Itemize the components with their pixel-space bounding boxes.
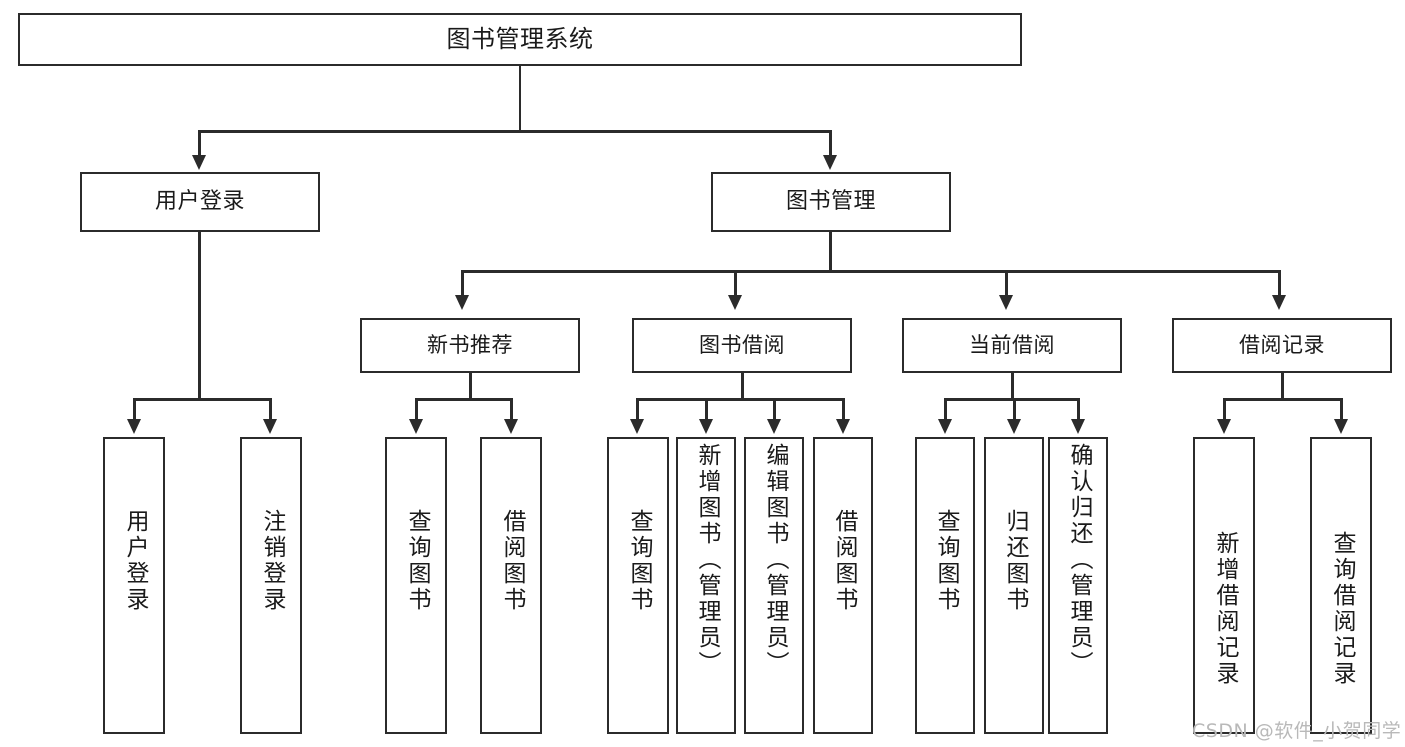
connector-root-stem [518, 66, 521, 132]
node-label: 图书管理系统 [446, 25, 594, 54]
connector-current-stem [1011, 373, 1014, 400]
arrowhead-borrow-to-leaf-3 [767, 419, 781, 434]
arrowhead-borrow-to-leaf-4 [836, 419, 850, 434]
node-user-login[interactable]: 用户登录 [80, 172, 320, 232]
node-label: 图书借阅 [699, 333, 785, 358]
node-label: 借阅记录 [1239, 333, 1325, 358]
node-book-management[interactable]: 图书管理 [711, 172, 951, 232]
connector-borrow-to-leaf-2 [705, 398, 708, 422]
node-new-book-recommend[interactable]: 新书推荐 [360, 318, 580, 373]
leaf-add-book-admin[interactable]: 新增图书（管理员） [676, 437, 736, 734]
connector-book-mgmt-bus [461, 270, 1280, 273]
node-label: 借阅图书 [830, 509, 857, 613]
node-label: 注销登录 [258, 509, 285, 613]
node-label: 用户登录 [154, 189, 245, 215]
node-label: 新增借阅记录 [1211, 531, 1238, 687]
connector-user-login-bus [133, 398, 271, 401]
node-label: 新书推荐 [427, 333, 513, 358]
csdn-watermark: CSDN @软件_小贺同学 [1192, 720, 1402, 742]
leaf-add-borrow-record[interactable]: 新增借阅记录 [1193, 437, 1255, 734]
connector-borrow-to-leaf-3 [773, 398, 776, 422]
arrowhead-new-books-to-leaf-2 [504, 419, 518, 434]
connector-current-to-leaf-3 [1077, 398, 1080, 422]
connector-new-books-bus [415, 398, 511, 401]
arrowhead-root-to-book-mgmt [823, 155, 837, 170]
arrowhead-current-to-leaf-2 [1007, 419, 1021, 434]
connector-borrow-stem [741, 373, 744, 400]
node-label: 借阅图书 [498, 509, 525, 613]
leaf-borrow-books-borrow[interactable]: 借阅图书 [813, 437, 873, 734]
node-label: 查询图书 [932, 509, 959, 613]
connector-current-to-leaf-2 [1013, 398, 1016, 422]
connector-root-to-book-mgmt [829, 130, 832, 158]
arrowhead-root-to-user-login [192, 155, 206, 170]
node-label: 查询图书 [625, 509, 652, 613]
arrowhead-book-mgmt-to-borrow [728, 295, 742, 310]
connector-book-mgmt-to-records [1278, 270, 1281, 298]
connector-user-login-to-leaf-1 [133, 398, 136, 422]
leaf-borrow-books-recommend[interactable]: 借阅图书 [480, 437, 542, 734]
node-current-borrow[interactable]: 当前借阅 [902, 318, 1122, 373]
leaf-edit-book-admin[interactable]: 编辑图书（管理员） [744, 437, 804, 734]
connector-new-books-stem [469, 373, 472, 400]
connector-records-bus [1223, 398, 1342, 401]
arrowhead-borrow-to-leaf-1 [630, 419, 644, 434]
arrowhead-book-mgmt-to-records [1272, 295, 1286, 310]
node-label: 查询借阅记录 [1328, 531, 1355, 687]
arrowhead-user-login-to-leaf-1 [127, 419, 141, 434]
arrowhead-user-login-to-leaf-2 [263, 419, 277, 434]
node-label: 新增图书（管理员） [693, 443, 720, 677]
leaf-query-books-borrow[interactable]: 查询图书 [607, 437, 669, 734]
node-borrow-records[interactable]: 借阅记录 [1172, 318, 1392, 373]
arrowhead-records-to-leaf-2 [1334, 419, 1348, 434]
node-label: 当前借阅 [969, 333, 1055, 358]
leaf-logout[interactable]: 注销登录 [240, 437, 302, 734]
connector-records-to-leaf-2 [1340, 398, 1343, 422]
connector-book-mgmt-to-new-books [461, 270, 464, 298]
connector-borrow-to-leaf-1 [636, 398, 639, 422]
connector-root-to-user-login [198, 130, 201, 158]
connector-book-mgmt-stem [829, 232, 832, 272]
node-root-system[interactable]: 图书管理系统 [18, 13, 1022, 66]
arrowhead-current-to-leaf-3 [1071, 419, 1085, 434]
connector-records-to-leaf-1 [1223, 398, 1226, 422]
connector-new-books-to-leaf-2 [510, 398, 513, 422]
arrowhead-current-to-leaf-1 [938, 419, 952, 434]
node-label: 查询图书 [403, 509, 430, 613]
connector-user-login-to-leaf-2 [269, 398, 272, 422]
connector-new-books-to-leaf-1 [415, 398, 418, 422]
node-label: 用户登录 [121, 509, 148, 613]
connector-user-login-stem [198, 232, 201, 400]
connector-borrow-bus [636, 398, 844, 401]
connector-current-to-leaf-1 [944, 398, 947, 422]
leaf-query-books-current[interactable]: 查询图书 [915, 437, 975, 734]
arrowhead-new-books-to-leaf-1 [409, 419, 423, 434]
arrowhead-book-mgmt-to-new-books [455, 295, 469, 310]
connector-root-bus [198, 130, 831, 133]
arrowhead-borrow-to-leaf-2 [699, 419, 713, 434]
node-book-borrow[interactable]: 图书借阅 [632, 318, 852, 373]
connector-book-mgmt-to-borrow [734, 270, 737, 298]
leaf-query-books-recommend[interactable]: 查询图书 [385, 437, 447, 734]
node-label: 确认归还（管理员） [1065, 443, 1092, 677]
connector-book-mgmt-to-current [1005, 270, 1008, 298]
node-label: 编辑图书（管理员） [761, 443, 788, 677]
node-label: 归还图书 [1001, 509, 1028, 613]
connector-borrow-to-leaf-4 [842, 398, 845, 422]
arrowhead-book-mgmt-to-current [999, 295, 1013, 310]
arrowhead-records-to-leaf-1 [1217, 419, 1231, 434]
leaf-confirm-return-admin[interactable]: 确认归还（管理员） [1048, 437, 1108, 734]
leaf-user-login[interactable]: 用户登录 [103, 437, 165, 734]
connector-current-bus [944, 398, 1079, 401]
connector-records-stem [1281, 373, 1284, 400]
leaf-query-borrow-record[interactable]: 查询借阅记录 [1310, 437, 1372, 734]
node-label: 图书管理 [785, 189, 876, 215]
leaf-return-books[interactable]: 归还图书 [984, 437, 1044, 734]
